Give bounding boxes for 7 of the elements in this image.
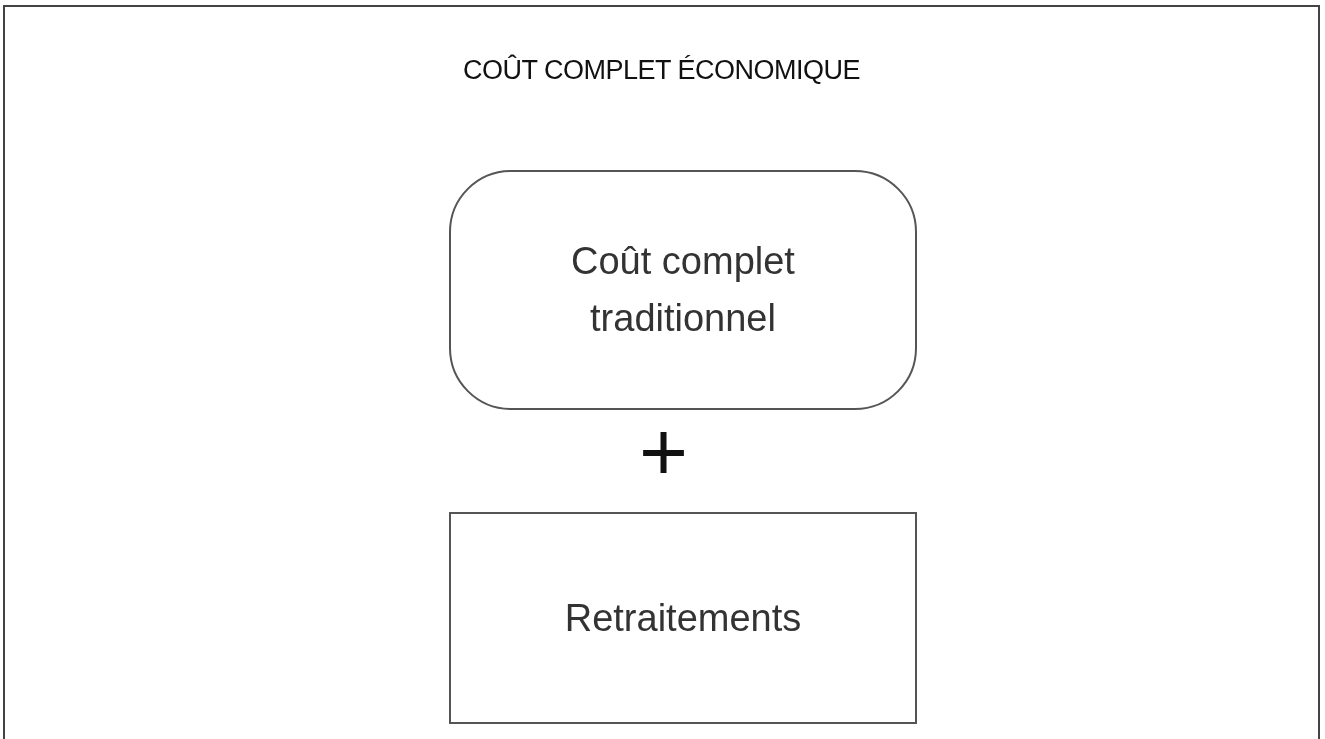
frame-box (3, 5, 1320, 739)
box-label: Coût complet traditionnel (570, 239, 796, 341)
plus-sign: + (639, 409, 689, 493)
frame-title: COÛT COMPLET ÉCONOMIQUE (461, 55, 861, 86)
rounded-box (449, 170, 917, 410)
process-box (449, 512, 917, 724)
box-label: Retraitements (563, 595, 803, 641)
